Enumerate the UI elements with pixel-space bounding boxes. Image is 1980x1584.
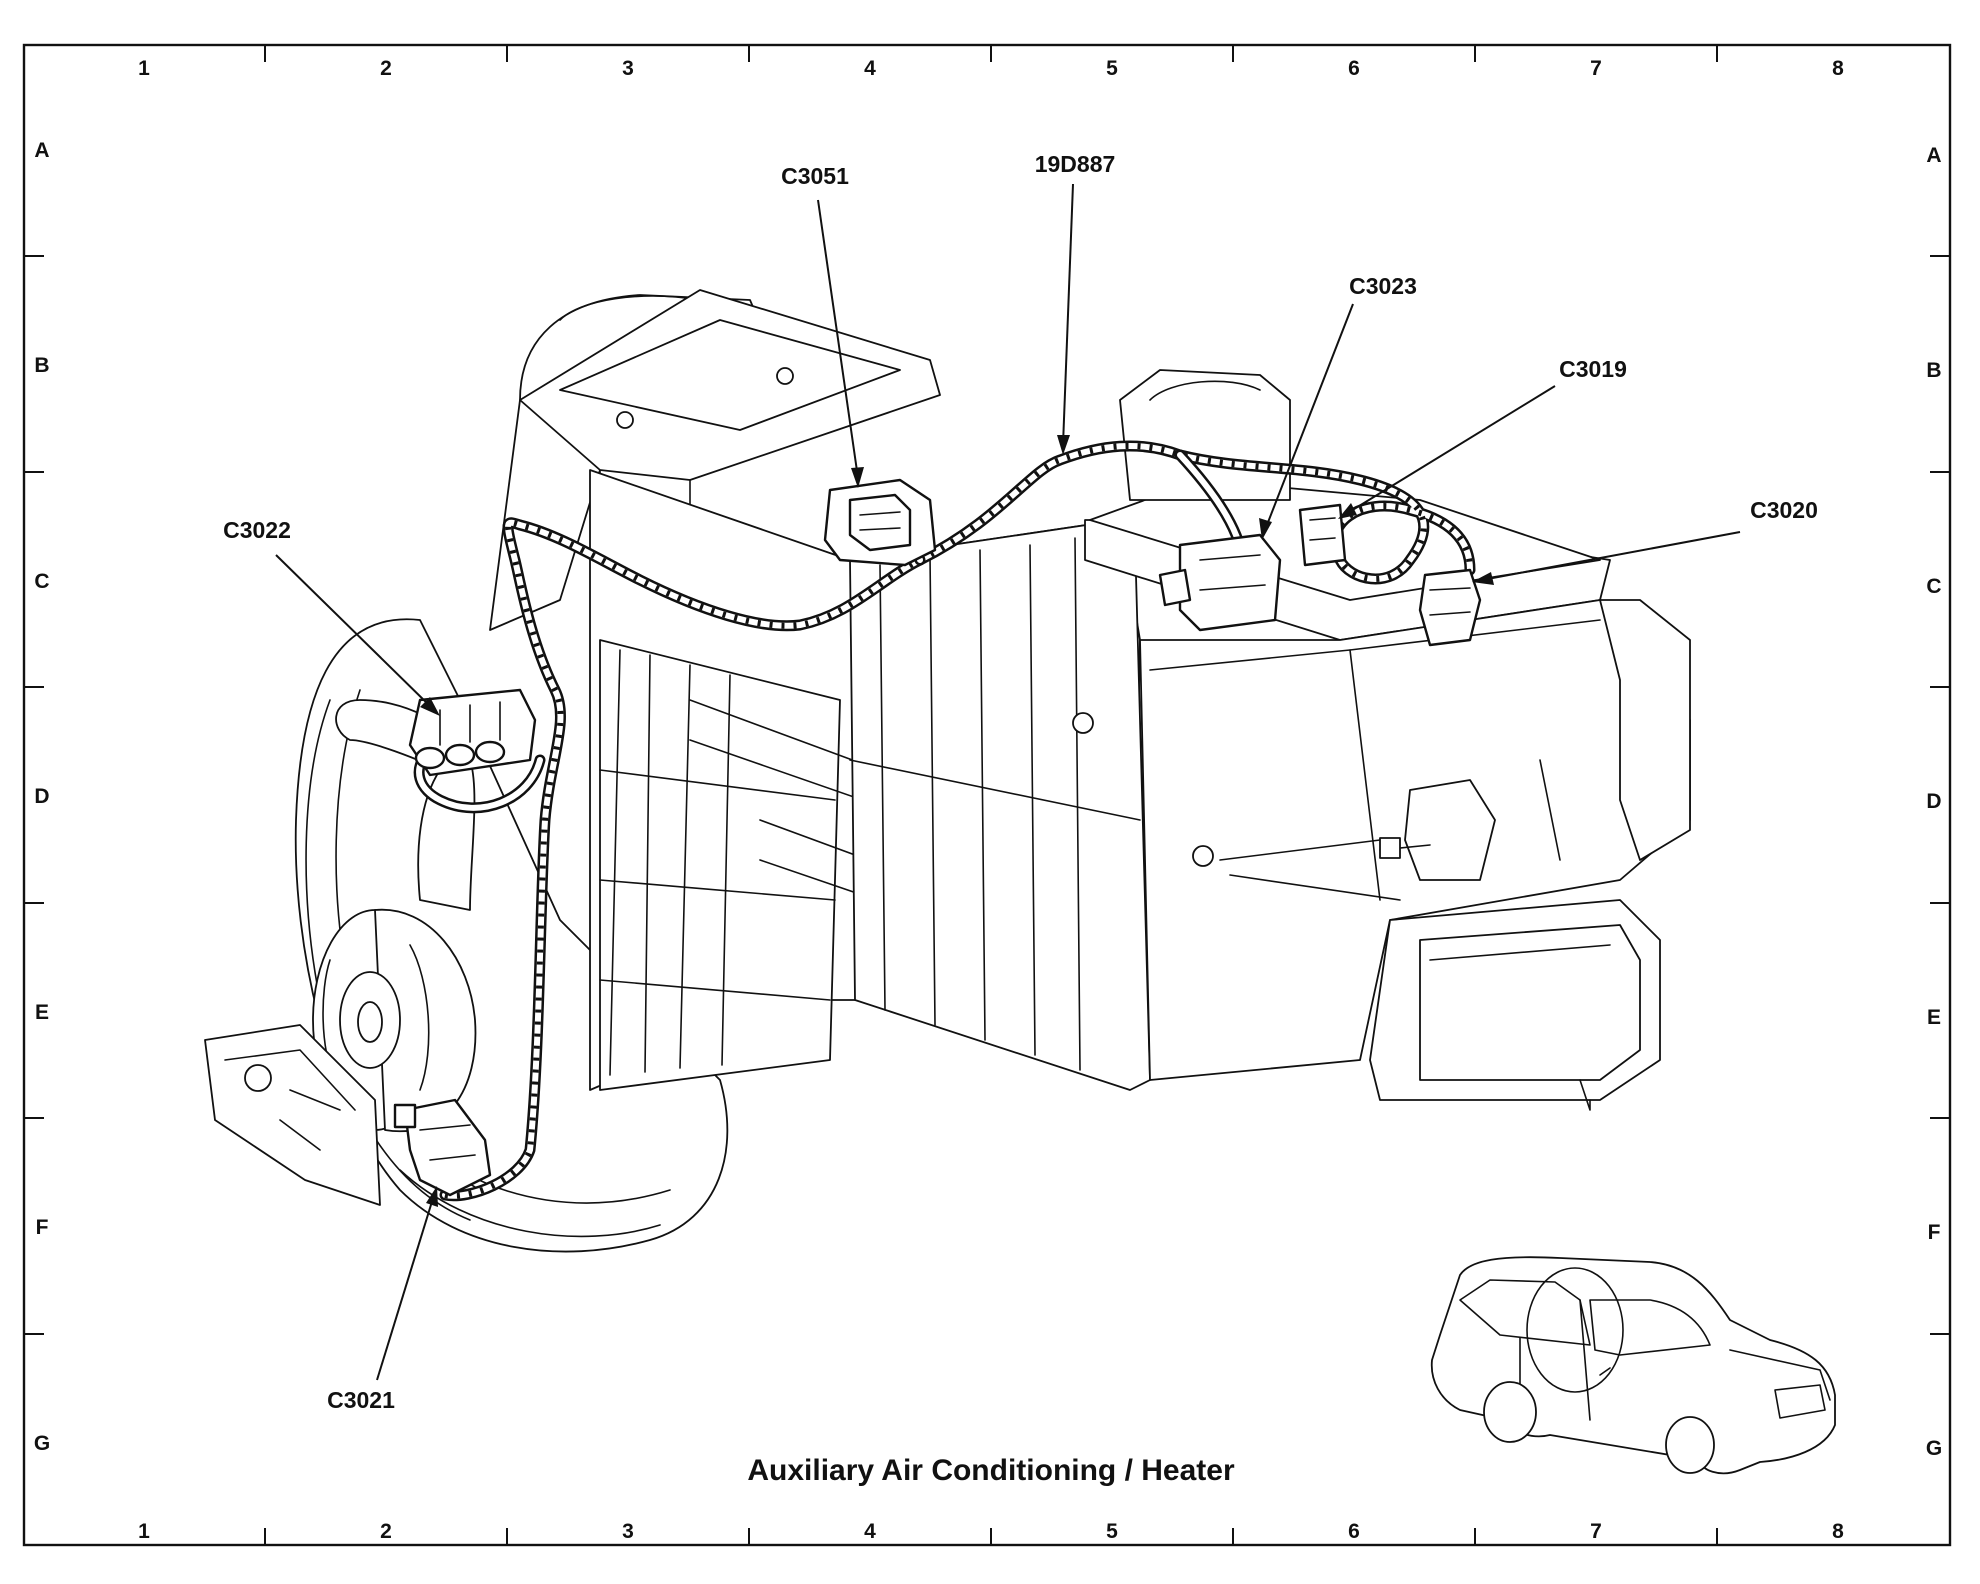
row-label: D	[1926, 790, 1941, 813]
connector-c3051	[823, 478, 937, 567]
mounting-bracket	[204, 1024, 381, 1206]
col-label: 8	[1832, 1520, 1844, 1543]
callout-c3022: C3022	[223, 517, 440, 716]
callout-c3023: C3023	[1259, 273, 1417, 540]
callout-label-c3020: C3020	[1750, 497, 1818, 523]
col-label: 1	[138, 1520, 150, 1543]
row-label: G	[1926, 1437, 1942, 1460]
row-label: A	[1926, 144, 1941, 167]
callout-c3019: C3019	[1338, 356, 1627, 519]
row-label: E	[1927, 1006, 1941, 1029]
column-ticks	[264, 45, 1718, 1545]
connector-c3019	[1298, 503, 1347, 567]
upper-cover	[519, 289, 941, 601]
column-labels-top: 1 2 3 4 5 6 7 8	[138, 57, 1844, 80]
row-label: C	[1926, 575, 1941, 598]
callout-label-c3021: C3021	[327, 1387, 395, 1413]
diagram-frame	[22, 43, 1952, 1547]
col-label: 5	[1106, 1520, 1118, 1543]
outlet-duct	[1369, 899, 1661, 1111]
col-label: 3	[622, 57, 634, 80]
row-label: F	[36, 1216, 49, 1239]
callout-harness-19d887: 19D887	[1035, 151, 1116, 455]
callout-label-c3051: C3051	[781, 163, 849, 189]
center-ribbed-sections	[849, 519, 1151, 1091]
row-label: E	[35, 1001, 49, 1024]
row-label: B	[1926, 359, 1941, 382]
row-label: A	[34, 139, 49, 162]
connector-c3022	[408, 688, 537, 777]
col-label: 7	[1590, 1520, 1602, 1543]
row-label: F	[1928, 1221, 1941, 1244]
callout-label-c3022: C3022	[223, 517, 291, 543]
col-label: 5	[1106, 57, 1118, 80]
row-label: G	[34, 1432, 50, 1455]
diagram-title: Auxiliary Air Conditioning / Heater	[747, 1454, 1235, 1487]
callout-label-harness: 19D887	[1035, 151, 1116, 177]
col-label: 8	[1832, 57, 1844, 80]
col-label: 6	[1348, 57, 1360, 80]
connector-c3023	[1158, 533, 1282, 632]
col-label: 2	[380, 1520, 392, 1543]
row-labels-left: A B C D E F G	[34, 139, 50, 1455]
col-label: 2	[380, 57, 392, 80]
callout-label-c3019: C3019	[1559, 356, 1627, 382]
vehicle-locator-icon	[1430, 1256, 1836, 1475]
col-label: 7	[1590, 57, 1602, 80]
row-label: D	[34, 785, 49, 808]
callout-c3051: C3051	[781, 163, 864, 488]
column-labels-bottom: 1 2 3 4 5 6 7 8	[138, 1520, 1844, 1543]
connector-c3020	[1418, 568, 1482, 647]
row-label: B	[34, 354, 49, 377]
col-label: 3	[622, 1520, 634, 1543]
callout-label-c3023: C3023	[1349, 273, 1417, 299]
row-ticks	[24, 255, 1950, 1335]
col-label: 6	[1348, 1520, 1360, 1543]
col-label: 4	[864, 57, 876, 80]
col-label: 1	[138, 57, 150, 80]
row-label: C	[34, 570, 49, 593]
connector-c3021	[393, 1098, 492, 1197]
row-labels-right: A B C D E F G	[1926, 144, 1942, 1460]
col-label: 4	[864, 1520, 876, 1543]
temperature-actuator	[1379, 779, 1496, 881]
callout-c3021: C3021	[327, 1186, 438, 1413]
callout-c3020: C3020	[1472, 497, 1818, 585]
